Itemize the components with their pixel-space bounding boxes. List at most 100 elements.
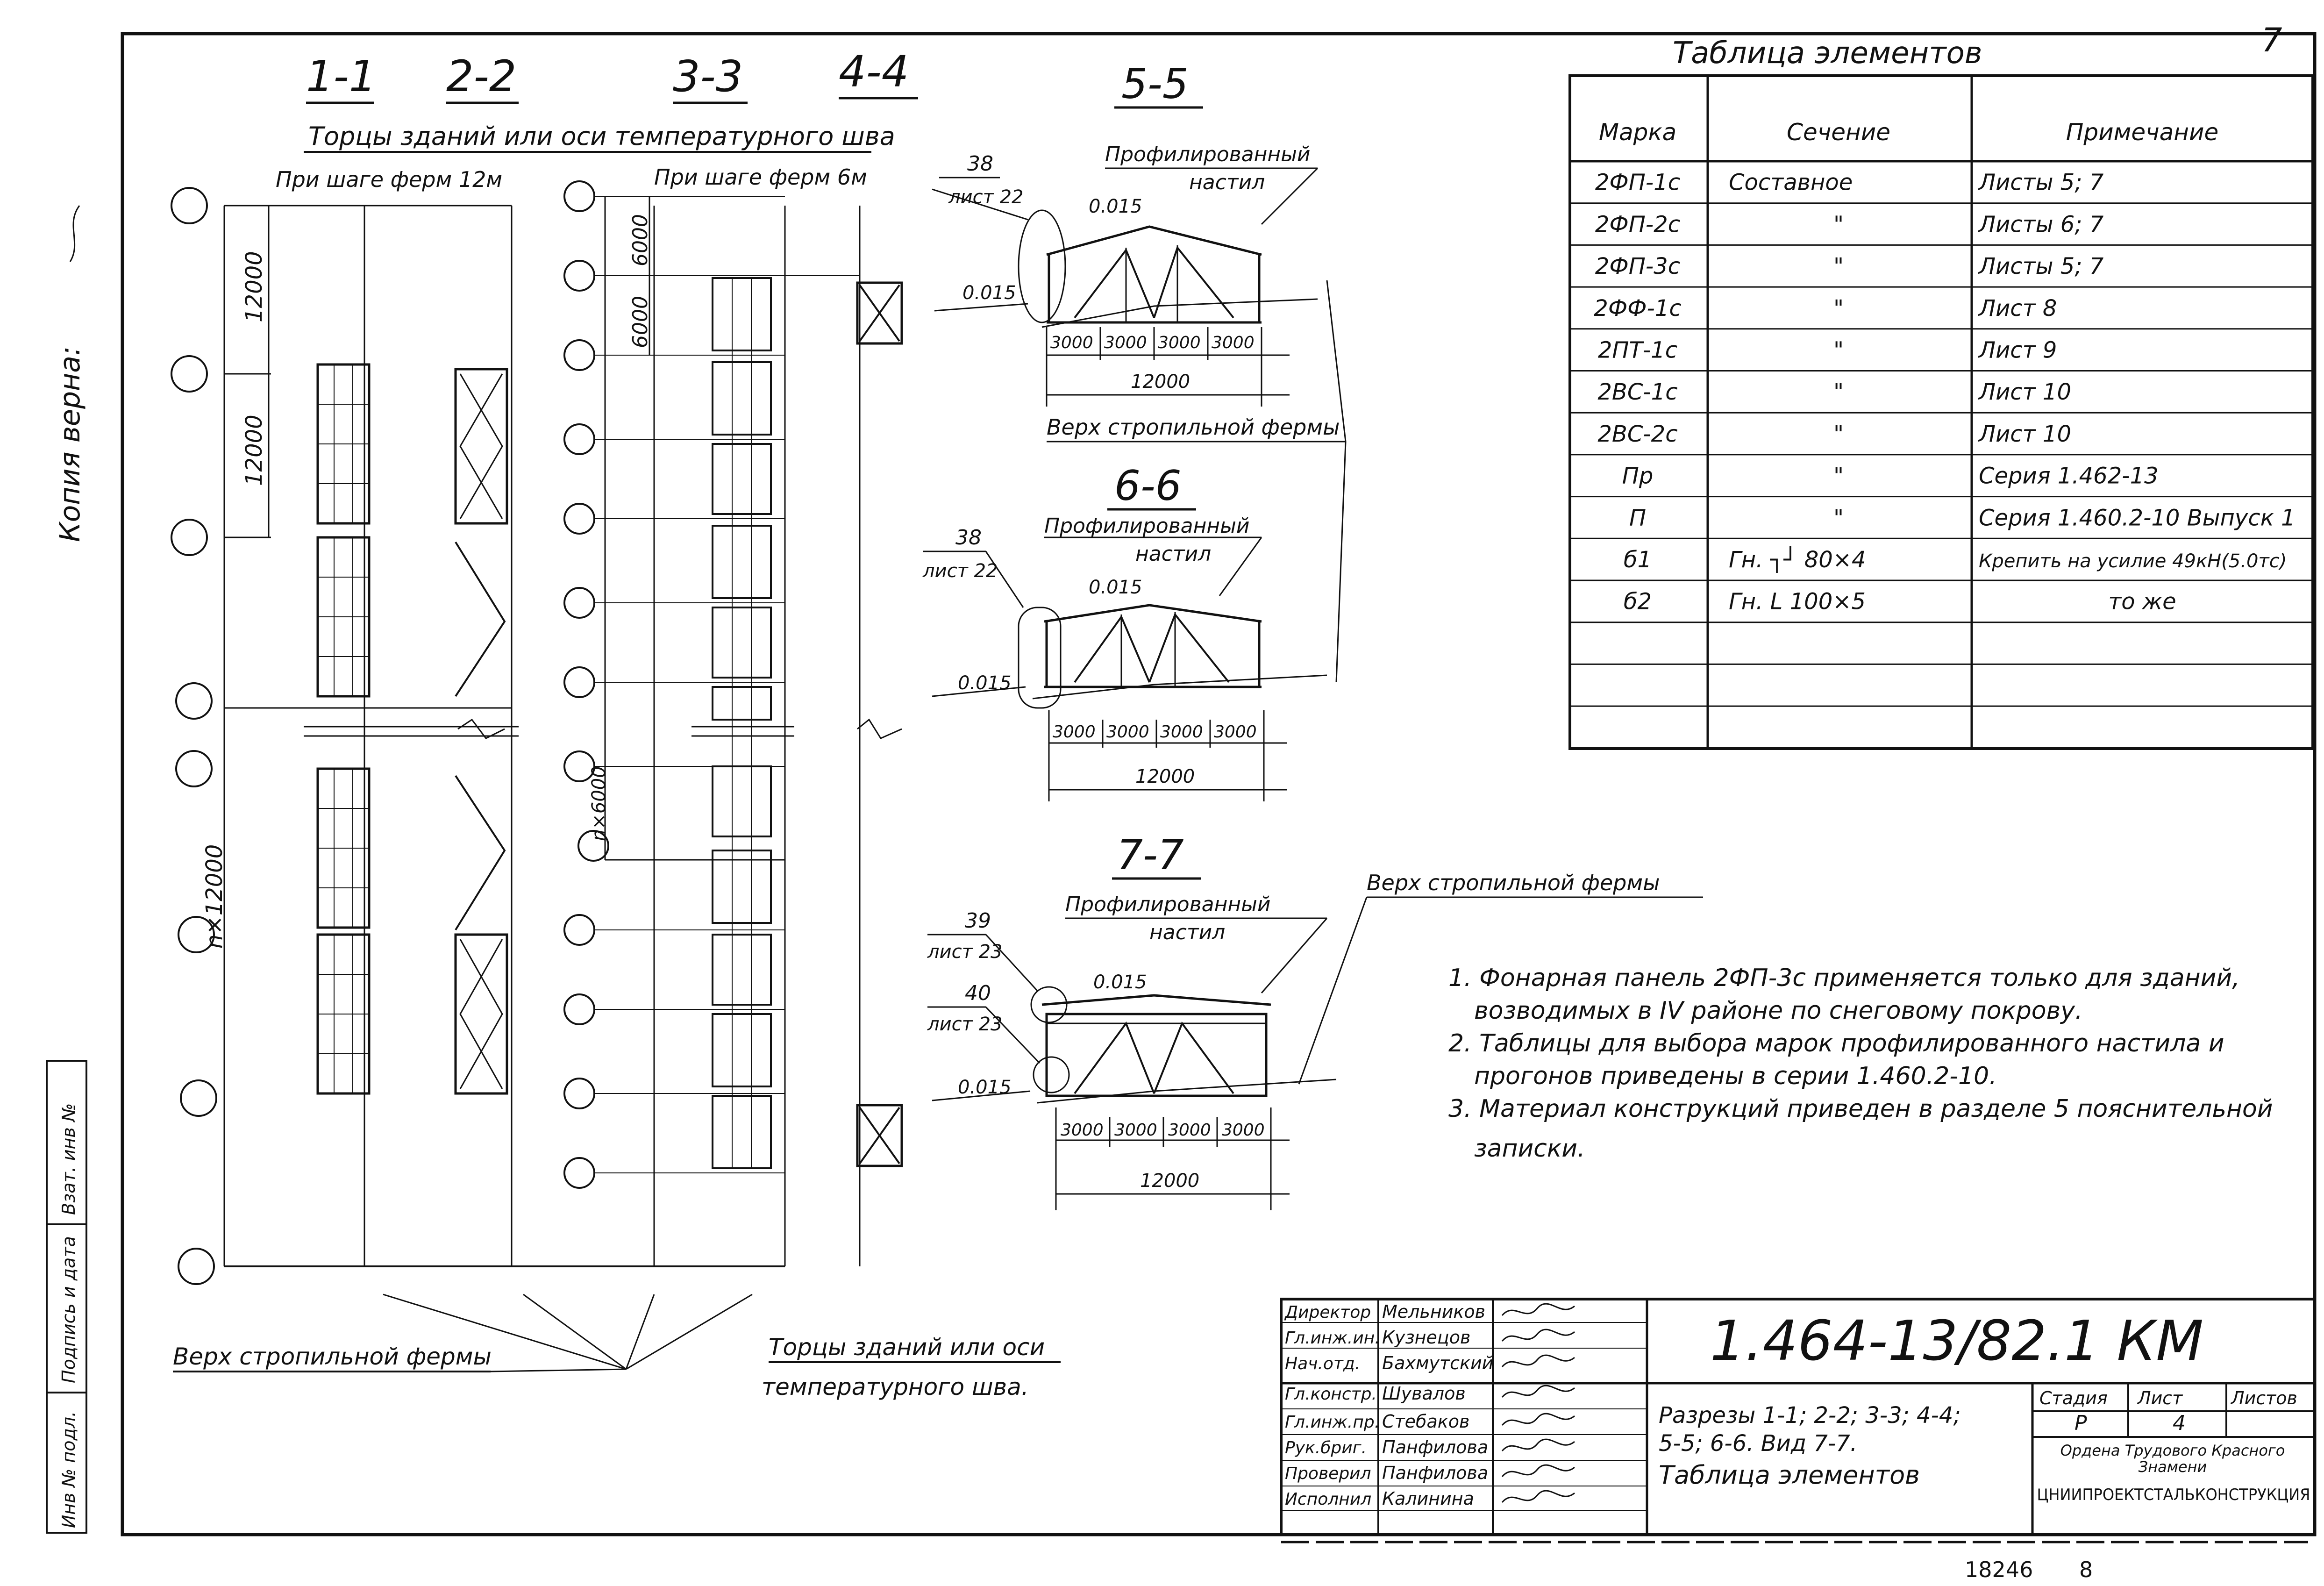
table-cell-mark: б1 [1624, 547, 1652, 573]
table-cell-mark: 2ФП-3с [1595, 253, 1680, 279]
element-table-header-mark: Марка [1599, 119, 1676, 146]
table-cell-mark: 2ВС-2с [1597, 421, 1677, 447]
org-line-3: ЦНИИПРОЕКТСТАЛЬКОНСТРУКЦИЯ [2037, 1486, 2310, 1504]
table-cell-section: Гн. ┐┘ 80×4 [1729, 546, 1866, 573]
s55-deck-1: Профилированный [1105, 143, 1310, 166]
dim-right-n: n×6000 [588, 766, 610, 841]
stamp-field-3: Инв № подл. [58, 1411, 79, 1528]
s77-callout2-num: 40 [965, 981, 991, 1005]
table-cell-note: Лист 10 [1978, 379, 2071, 405]
section-label-7-7: 7-7 [1117, 831, 1184, 879]
document-code: 1.464-13/82.1 КМ [1710, 1308, 2203, 1373]
title-role: Нач.отд. [1285, 1354, 1360, 1373]
s77-callout1-num: 39 [965, 909, 991, 933]
table-cell-note: Лист 9 [1978, 337, 2057, 364]
table-cell-mark: 2ПТ-1с [1598, 337, 1677, 364]
sheet-frame [121, 32, 2317, 1536]
note-line-6: записки. [1474, 1135, 1585, 1163]
table-cell-section: " [1833, 253, 1844, 279]
element-table-header-section: Сечение [1787, 119, 1890, 146]
s66-span-4: 3000 [1214, 722, 1257, 742]
table-cell-note: то же [2108, 589, 2176, 615]
table-cell-section: Гн. L 100×5 [1729, 589, 1866, 615]
note-line-5: 3. Материал конструкций приведен в разде… [1448, 1095, 2273, 1123]
signature-mark [1501, 1303, 1575, 1316]
s77-span-2: 3000 [1114, 1121, 1157, 1140]
s66-slope-top: 0.015 [1089, 577, 1142, 598]
org-line-2: Знамени [2139, 1458, 2207, 1476]
org-line-1: Ордена Трудового Красного [2060, 1442, 2285, 1459]
table-cell-note: Листы 5; 7 [1978, 170, 2104, 196]
s77-total: 12000 [1140, 1170, 1199, 1192]
s55-deck-2: настил [1189, 171, 1265, 194]
table-cell-note: Лист 8 [1978, 295, 2057, 321]
stamp-field-2: Подпись и дата [58, 1236, 79, 1383]
s66-total: 12000 [1135, 766, 1195, 787]
section-label-3-3: 3-3 [673, 51, 743, 101]
table-cell-mark: 2ФФ-1с [1594, 295, 1681, 321]
note-line-3: 2. Таблицы для выбора марок профилирован… [1448, 1029, 2224, 1057]
title-name: Мельников [1382, 1301, 1485, 1322]
s66-deck-2: настил [1135, 542, 1211, 566]
ends-bottom-label-1: Торцы зданий или оси [769, 1334, 1045, 1361]
s77-span-3: 3000 [1168, 1121, 1211, 1140]
table-cell-note: Серия 1.462-13 [1979, 463, 2159, 489]
section-label-2-2: 2-2 [446, 51, 516, 101]
dim-right-1: 6000 [628, 214, 652, 266]
table-cell-mark: 2ФП-2с [1595, 211, 1680, 237]
sheets-header: Листов [2230, 1388, 2297, 1408]
table-cell-section: " [1833, 337, 1844, 364]
s77-truss-top: Верх стропильной фермы [1367, 870, 1660, 895]
table-cell-note: Крепить на усилие 49кН(5.0тс) [1979, 550, 2287, 572]
signature-mark [1501, 1438, 1575, 1451]
title-desc-3: Таблица элементов [1659, 1460, 1920, 1490]
dim-left-n: n×12000 [201, 844, 228, 949]
table-cell-note: Листы 5; 7 [1978, 253, 2104, 279]
table-cell-note: Лист 10 [1978, 421, 2071, 447]
section-6-6: 6-6 Профилированный настил 38 лист 22 0.… [922, 462, 1327, 801]
ends-bottom-label-2: температурного шва. [762, 1373, 1029, 1400]
signature-mark [1501, 1329, 1575, 1342]
s55-span-1: 3000 [1050, 333, 1093, 352]
title-name: Калинина [1382, 1488, 1474, 1509]
s66-span-2: 3000 [1106, 722, 1149, 742]
section-label-1-1: 1-1 [306, 51, 376, 101]
stage-value: Р [2074, 1411, 2087, 1435]
ends-top-label: Торцы зданий или оси температурного шва [308, 121, 895, 151]
step-6-label: При шаге ферм 6м [654, 164, 867, 190]
table-cell-section: Составное [1729, 170, 1853, 196]
table-cell-section: " [1833, 295, 1844, 321]
table-cell-section: " [1833, 505, 1844, 531]
section-label-5-5: 5-5 [1121, 60, 1189, 108]
table-cell-mark: б2 [1624, 589, 1652, 615]
table-cell-mark: 2ФП-1с [1595, 170, 1680, 196]
s55-total: 12000 [1131, 371, 1190, 393]
truss-top-label-bottom: Верх стропильной фермы [173, 1343, 492, 1370]
signature-mark [1501, 1464, 1575, 1477]
title-desc-1: Разрезы 1-1; 2-2; 3-3; 4-4; [1659, 1402, 1961, 1429]
s66-callout-num: 38 [955, 526, 982, 550]
title-role: Директор [1284, 1303, 1371, 1322]
title-role: Гл.инж.ин. [1285, 1329, 1380, 1348]
title-role: Гл.констр. [1285, 1385, 1377, 1404]
plan-left: 12000 12000 n×12000 [171, 187, 785, 1285]
table-cell-section: " [1833, 421, 1844, 447]
footer-page-number: 8 [2079, 1557, 2093, 1582]
signature-mark [1501, 1490, 1575, 1503]
section-7-7: 7-7 Профилированный настил 39 лист 23 40… [927, 831, 1703, 1210]
title-desc-2: 5-5; 6-6. Вид 7-7. [1659, 1430, 1857, 1457]
table-cell-note: Листы 6; 7 [1978, 211, 2104, 237]
note-line-4: прогонов приведены в серии 1.460.2-10. [1474, 1062, 1997, 1090]
title-name: Бахмутский [1382, 1353, 1493, 1373]
signature-mark [1501, 1385, 1575, 1398]
s55-slope-left: 0.015 [962, 282, 1016, 304]
title-role: Гл.инж.пр. [1285, 1413, 1380, 1432]
stamp-field-1: Взат. инв № [58, 1103, 79, 1215]
dim-left-2: 12000 [241, 414, 267, 486]
s77-slope-top: 0.015 [1093, 972, 1147, 993]
section-label-4-4: 4-4 [839, 47, 909, 97]
s77-callout1-sheet: лист 23 [927, 941, 1002, 963]
title-name: Шувалов [1382, 1383, 1466, 1404]
s77-deck-1: Профилированный [1065, 893, 1270, 916]
